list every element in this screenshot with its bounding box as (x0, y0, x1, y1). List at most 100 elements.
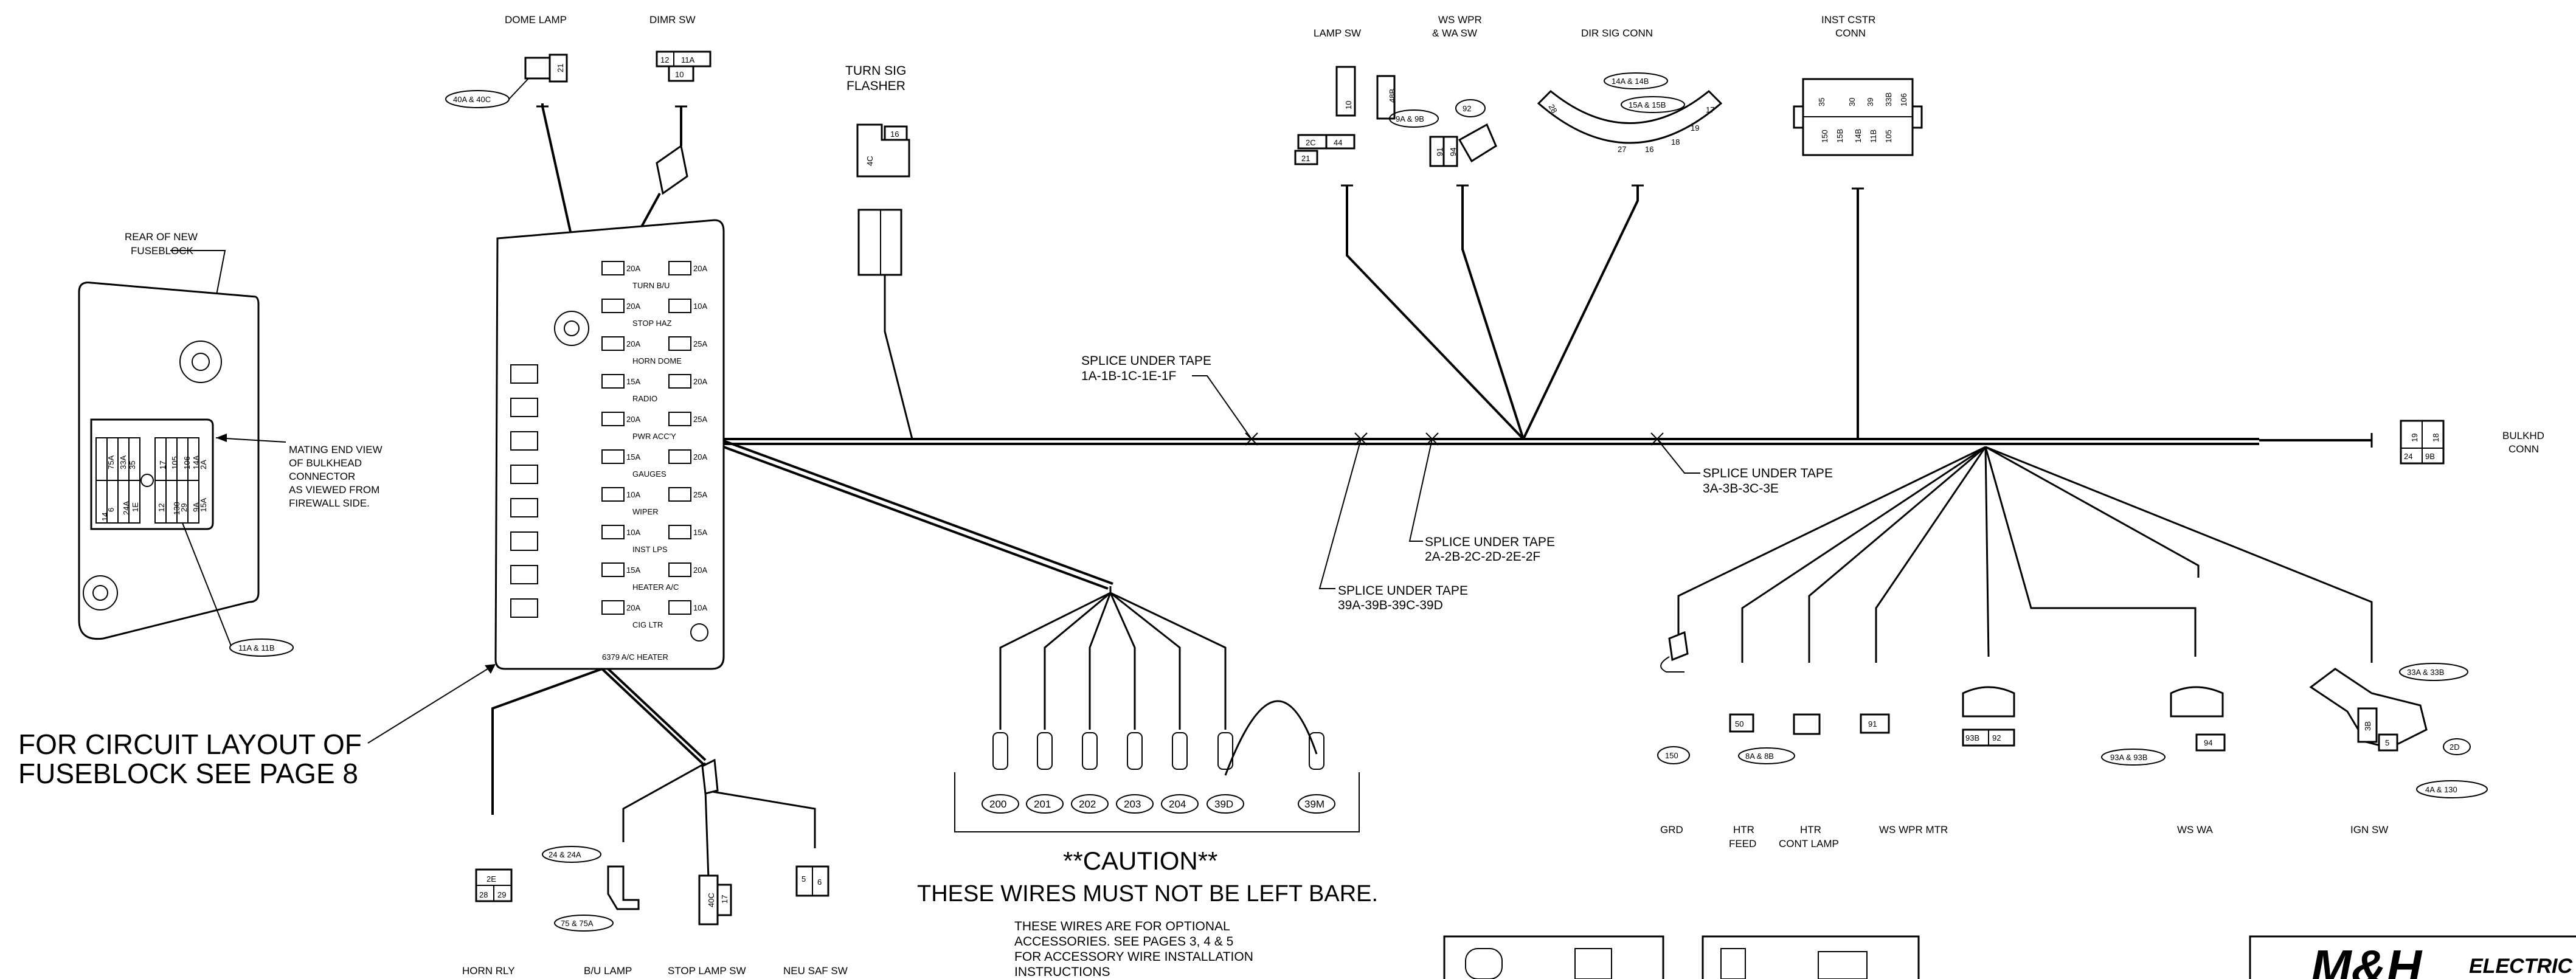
svg-text:14B: 14B (1854, 129, 1863, 143)
accessory-terminal (1217, 732, 1233, 770)
svg-text:18: 18 (2431, 434, 2440, 442)
inst-pins: 35 30 39 33B 106 150 15B 14B 11B 105 (1817, 92, 1908, 143)
svg-text:75 & 75A: 75 & 75A (561, 919, 594, 928)
flasher-4c: 4C (865, 156, 874, 166)
fuse (601, 600, 625, 615)
svg-text:17: 17 (158, 461, 167, 469)
svg-text:15A: 15A (199, 498, 208, 512)
svg-text:INSTRUCTIONS: INSTRUCTIONS (1014, 965, 1110, 979)
turn-sig-label-1: TURN SIG (845, 64, 906, 78)
fuse-rating: 25A (693, 415, 707, 424)
fuse-rating: 15A (626, 452, 640, 462)
accessory-tag (982, 794, 1019, 814)
fuse (601, 412, 625, 426)
dome-40: 40A & 40C (453, 95, 491, 104)
fuse (601, 525, 625, 539)
accessory-tag (1071, 794, 1109, 814)
svg-text:3A-3B-3C-3E: 3A-3B-3C-3E (1703, 482, 1779, 496)
accessory-terminal (1037, 732, 1053, 770)
dir-15: 15A & 15B (1629, 100, 1666, 109)
fuse-caption: WIPER (632, 507, 659, 516)
svg-text:2A: 2A (199, 460, 208, 469)
fuse-rating: 10A (693, 302, 707, 311)
svg-text:130: 130 (172, 502, 181, 515)
svg-text:1A-1B-1C-1E-1F: 1A-1B-1C-1E-1F (1081, 369, 1176, 383)
wpr-91: 91 (1435, 148, 1444, 156)
fuse-caption: INST LPS (632, 545, 668, 554)
dir-18: 18 (1671, 137, 1680, 147)
accessory-circuit: 200 (989, 798, 1006, 810)
svg-text:11B: 11B (1869, 130, 1878, 143)
accessory-lead (1110, 592, 1227, 730)
lamp-21: 21 (1301, 154, 1310, 163)
accessory-tag (1026, 794, 1064, 814)
fuse (668, 336, 691, 351)
accessory-tag (1298, 794, 1335, 814)
svg-text:FUSEBLOCK SEE PAGE 8: FUSEBLOCK SEE PAGE 8 (18, 758, 358, 789)
fuse (601, 299, 625, 313)
bulkhead-connector: 19 18 24 9B BULKHD CONN (2400, 420, 2544, 465)
accessory-circuit: 204 (1169, 798, 1186, 810)
bulkhd-label-1: BULKHD (2502, 430, 2544, 441)
dir-16: 16 (1645, 145, 1653, 154)
svg-text:15B: 15B (1835, 129, 1844, 143)
fuseblock-terminal (510, 398, 538, 417)
dimr-12: 12 (660, 55, 669, 64)
fuse-caption: PWR ACC'Y (632, 432, 676, 441)
svg-text:2D: 2D (2450, 742, 2460, 752)
svg-text:3B: 3B (2363, 721, 2372, 731)
svg-text:35: 35 (1817, 98, 1826, 106)
fuseblock-terminal (510, 531, 538, 551)
fuse-rating: 20A (626, 415, 640, 424)
svg-text:14A: 14A (192, 455, 201, 469)
caution-title: **CAUTION** (1063, 846, 1217, 875)
wpr-92: 92 (1463, 104, 1471, 113)
svg-text:29: 29 (497, 890, 506, 899)
fuse-caption: HEATER A/C (632, 583, 679, 592)
lower-left-harness: 2E 28 29 HORN RLY 24 & 24A 75 & 75A B/U … (462, 668, 848, 977)
lamp-48b: 48B (1388, 89, 1397, 103)
ws-wpr-mtr-label: WS WPR MTR (1879, 824, 1948, 835)
mating-11: 11A & 11B (238, 643, 275, 652)
dimr-sw-label: DIMR SW (649, 14, 696, 26)
svg-text:105: 105 (170, 456, 179, 469)
svg-text:24 & 24A: 24 & 24A (549, 850, 581, 859)
flasher-16: 16 (890, 130, 899, 139)
fuse-caption: RADIO (632, 394, 657, 403)
caution-subtitle: THESE WIRES MUST NOT BE LEFT BARE. (917, 881, 1378, 907)
horn-rly-label: HORN RLY (462, 965, 515, 977)
dome-21: 21 (556, 64, 565, 72)
svg-text:OF BULKHEAD: OF BULKHEAD (289, 457, 362, 469)
svg-text:28: 28 (479, 890, 488, 899)
dir-28: 28 (1547, 103, 1559, 115)
ign-sw-label: IGN SW (2350, 824, 2388, 835)
fuse-caption: TURN B/U (632, 281, 670, 290)
svg-text:THESE WIRES ARE FOR OPTIONAL: THESE WIRES ARE FOR OPTIONAL (1014, 919, 1230, 933)
fuse (668, 449, 691, 464)
fuse-caption: GAUGES (632, 469, 667, 479)
stop-lamp-label: STOP LAMP SW (668, 965, 746, 977)
ws-wa-label: WS WA (2177, 824, 2214, 835)
svg-text:6: 6 (817, 877, 822, 887)
svg-text:5: 5 (2385, 738, 2389, 747)
svg-text:CONT LAMP: CONT LAMP (1779, 838, 1839, 849)
svg-text:150: 150 (1665, 751, 1678, 760)
fuse-caption: HORN DOME (632, 356, 682, 365)
right-branch: 150 GRD 50 HTR FEED 8A & 8B HTR CONT LAM… (1657, 446, 2488, 849)
accessory-lead (1110, 592, 1181, 730)
fuseblock-terminal (510, 565, 538, 584)
accessory-circuit: 39M (1304, 798, 1324, 810)
fuse-caption: STOP HAZ (632, 319, 672, 328)
svg-text:39A-39B-39C-39D: 39A-39B-39C-39D (1338, 598, 1443, 612)
fuse (668, 261, 691, 275)
svg-text:35: 35 (128, 461, 137, 469)
mating-pin-grid: 14 75A 33A 6 24A 35 1E 17 105 12 130 29 … (95, 437, 208, 524)
fuse (601, 487, 625, 502)
svg-text:40C: 40C (707, 893, 716, 907)
fuse (601, 261, 625, 275)
brand-logo: M&H (2311, 940, 2423, 979)
accessory-tag (1207, 794, 1244, 814)
